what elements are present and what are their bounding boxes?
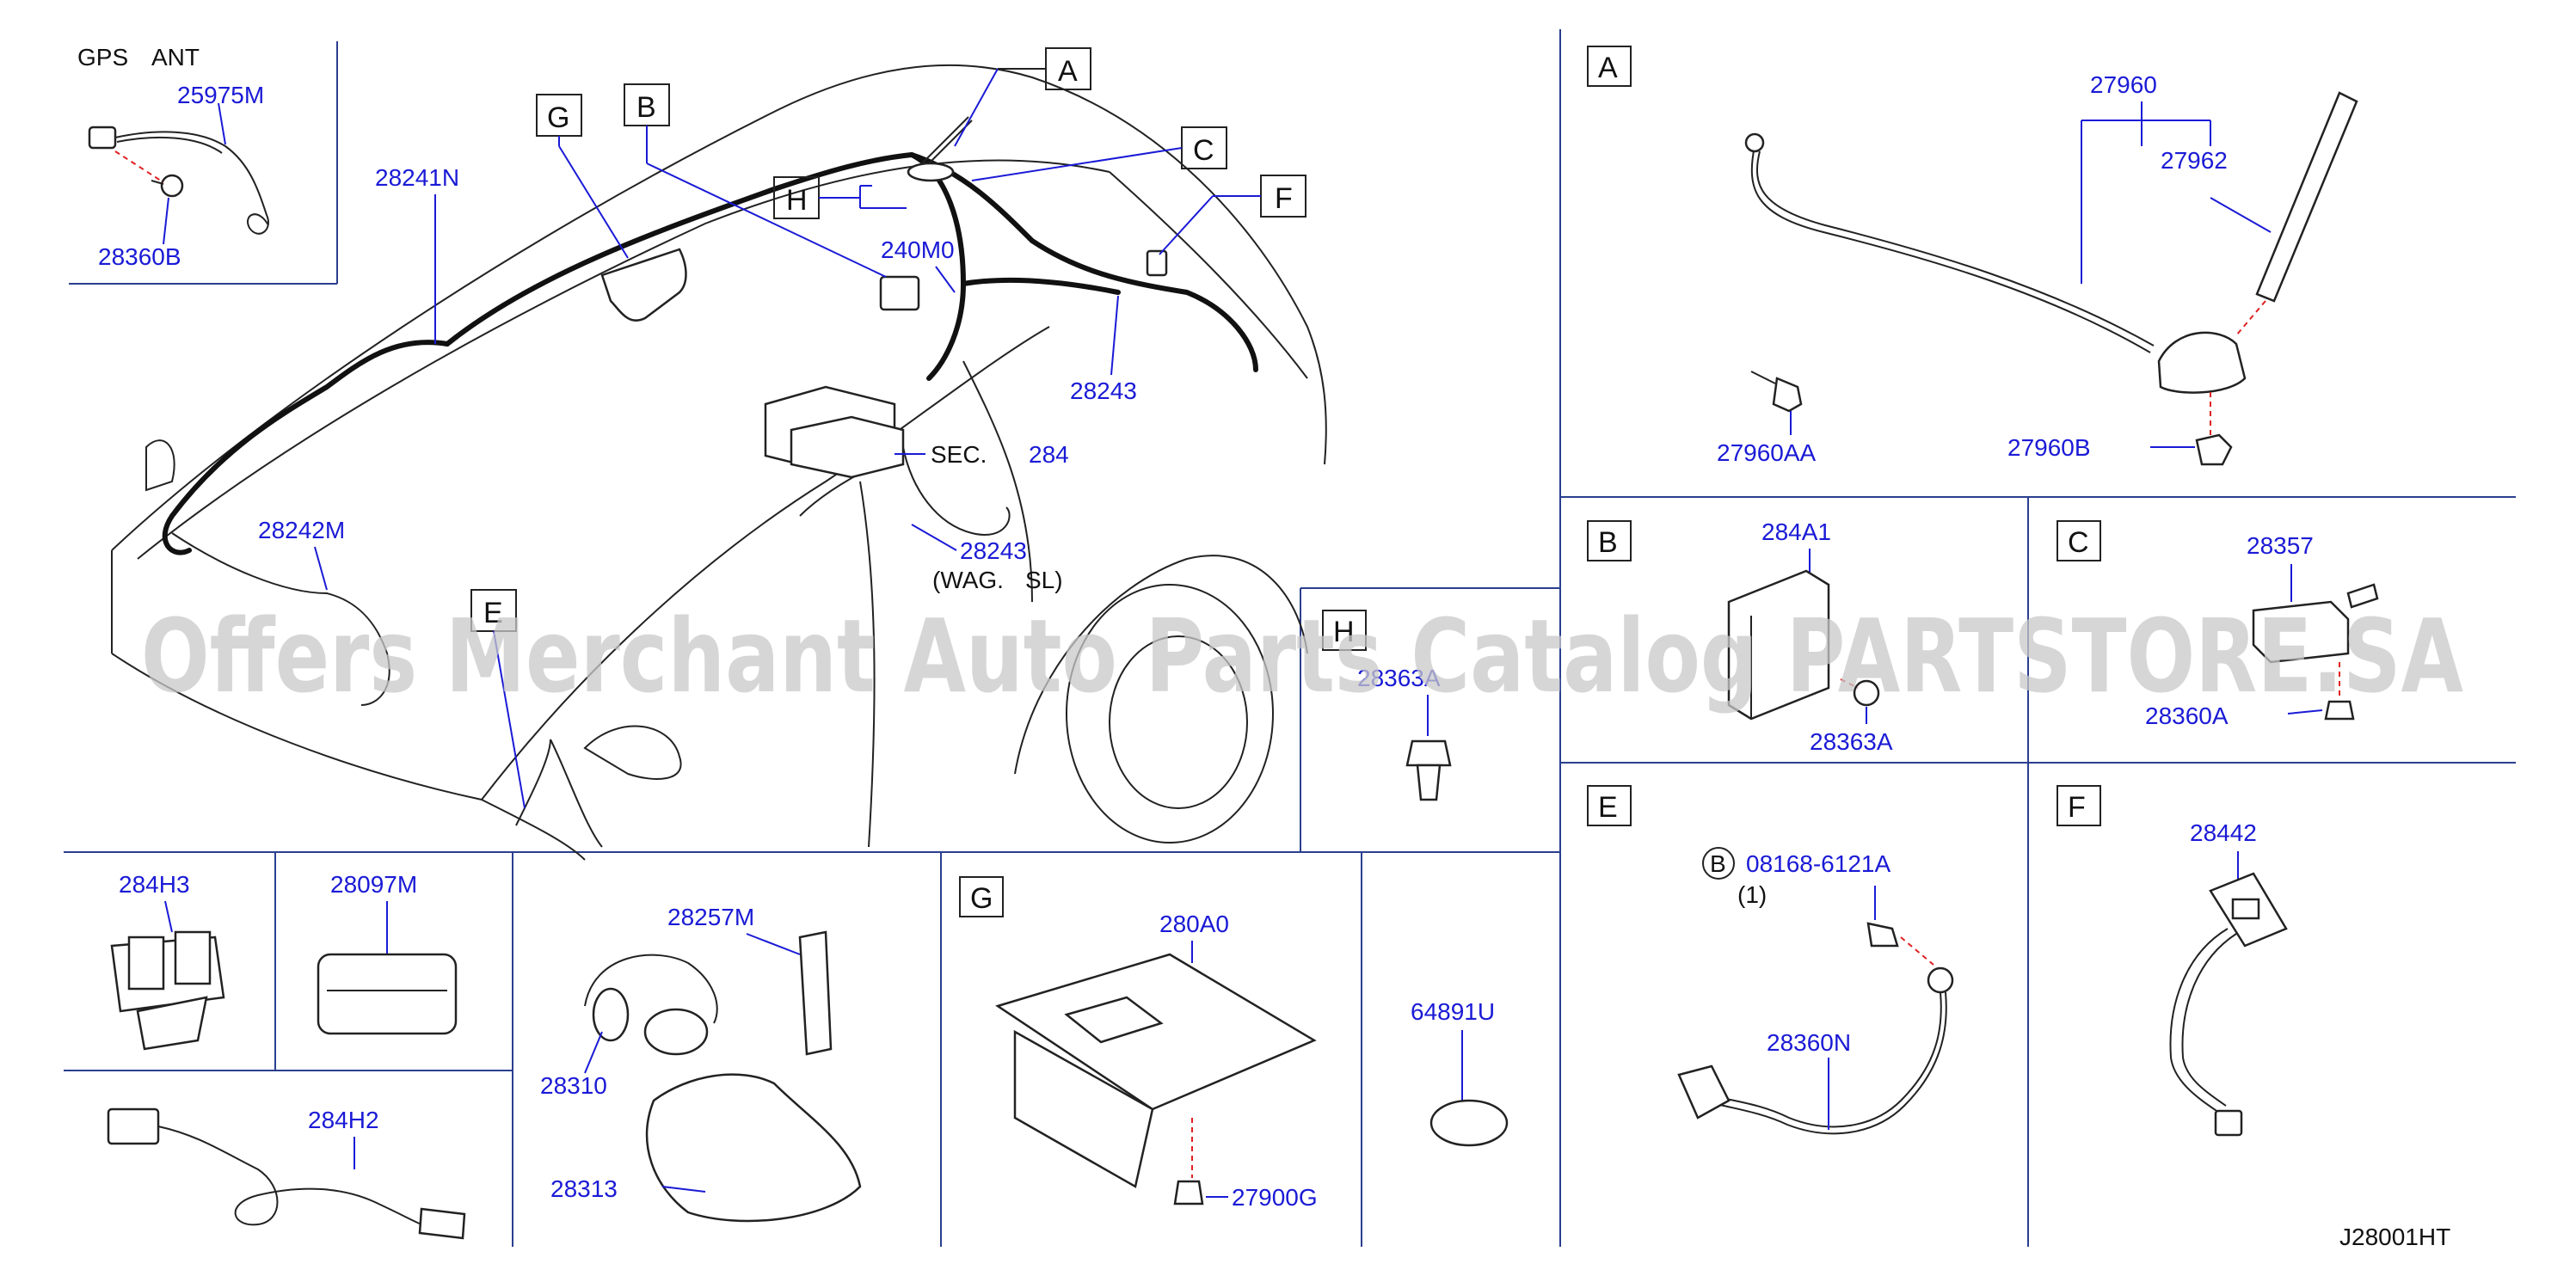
part-240m0[interactable]: 240M0 <box>881 236 955 263</box>
callout-g: G <box>547 101 569 134</box>
gps-antenna-panel: GPS ANT 25975M 28360B <box>77 44 269 270</box>
part-28257m[interactable]: 28257M <box>667 904 754 930</box>
callout-h: H <box>786 184 808 217</box>
callout-e: E <box>483 597 503 629</box>
part-28242m[interactable]: 28242M <box>258 517 345 543</box>
detail-g-letter: G <box>970 882 993 915</box>
part-280a0[interactable]: 280A0 <box>1159 911 1229 937</box>
detail-a-panel: A 27960 27962 27960AA 27960B <box>1587 46 2358 466</box>
sec-number[interactable]: 284 <box>1029 441 1069 468</box>
part-28363a[interactable]: 28363A <box>1810 728 1893 755</box>
detail-h-letter: H <box>1333 616 1355 648</box>
part-64891u[interactable]: 64891U <box>1411 998 1495 1025</box>
bottom-left-panels: 284H3 28097M 284H2 <box>107 871 466 1240</box>
part-28363a-h[interactable]: 28363A <box>1357 665 1441 691</box>
watermark-text: Offers Merchant Auto Parts Catalog PARTS… <box>141 597 2463 715</box>
gps-cable-drawing <box>88 102 269 245</box>
sl-label: SL) <box>1025 567 1063 593</box>
part-28241n[interactable]: 28241N <box>375 164 459 191</box>
panel-grid <box>64 29 2516 1247</box>
headphones-panel: 28257M 28310 28313 <box>540 904 862 1223</box>
detail-h-panel: H 28363A <box>1322 610 1452 801</box>
detail-g-panel: G 280A0 27900G <box>959 876 1318 1211</box>
detail-c-panel: C 28357 28360A <box>2056 520 2379 729</box>
part-28243-upper[interactable]: 28243 <box>1070 377 1137 404</box>
part-28313[interactable]: 28313 <box>550 1175 618 1202</box>
detail-b-letter: B <box>1598 526 1618 559</box>
part-27960[interactable]: 27960 <box>2090 71 2157 98</box>
sec-label: SEC. <box>931 441 987 468</box>
callout-a: A <box>1058 55 1078 88</box>
part-28360b[interactable]: 28360B <box>98 243 181 270</box>
pad-panel: 64891U <box>1411 998 1509 1147</box>
detail-f-panel: F 28442 <box>2056 785 2288 1137</box>
part-28360a[interactable]: 28360A <box>2145 702 2229 729</box>
part-27960b[interactable]: 27960B <box>2007 434 2091 461</box>
part-27960aa[interactable]: 27960AA <box>1717 439 1817 466</box>
part-284h2[interactable]: 284H2 <box>308 1107 379 1133</box>
part-27962[interactable]: 27962 <box>2161 147 2228 174</box>
callout-f: F <box>1275 182 1293 215</box>
ant-title: ANT <box>151 44 200 71</box>
wag-label: (WAG. <box>932 567 1004 593</box>
bolt-prefix: B <box>1710 850 1726 877</box>
part-284a1[interactable]: 284A1 <box>1761 518 1831 545</box>
part-25975m[interactable]: 25975M <box>177 82 264 108</box>
detail-b-panel: B 284A1 28363A <box>1587 518 1893 755</box>
part-28442[interactable]: 28442 <box>2190 819 2257 846</box>
part-284h3[interactable]: 284H3 <box>119 871 190 898</box>
part-28310[interactable]: 28310 <box>540 1072 607 1099</box>
part-28357[interactable]: 28357 <box>2247 532 2314 559</box>
callout-c: C <box>1193 134 1214 167</box>
diagram-id: J28001HT <box>2339 1224 2450 1250</box>
vehicle-overview: A B C F G H E 28241N 28242M 240M0 <box>111 47 1327 861</box>
callout-b: B <box>636 91 656 124</box>
part-28243-lower[interactable]: 28243 <box>960 537 1027 564</box>
detail-f-letter: F <box>2068 791 2086 824</box>
detail-e-panel: E B 08168-6121A (1) 28360N <box>1587 785 1954 1135</box>
detail-e-letter: E <box>1598 791 1618 824</box>
detail-c-letter: C <box>2068 526 2089 559</box>
part-28097m[interactable]: 28097M <box>330 871 417 898</box>
bolt-qty: (1) <box>1737 881 1767 908</box>
part-28360n[interactable]: 28360N <box>1767 1029 1851 1056</box>
detail-a-letter: A <box>1598 52 1618 84</box>
part-08168-6121a[interactable]: 08168-6121A <box>1746 850 1891 877</box>
part-27900g[interactable]: 27900G <box>1232 1184 1318 1211</box>
gps-title: GPS <box>77 44 128 71</box>
